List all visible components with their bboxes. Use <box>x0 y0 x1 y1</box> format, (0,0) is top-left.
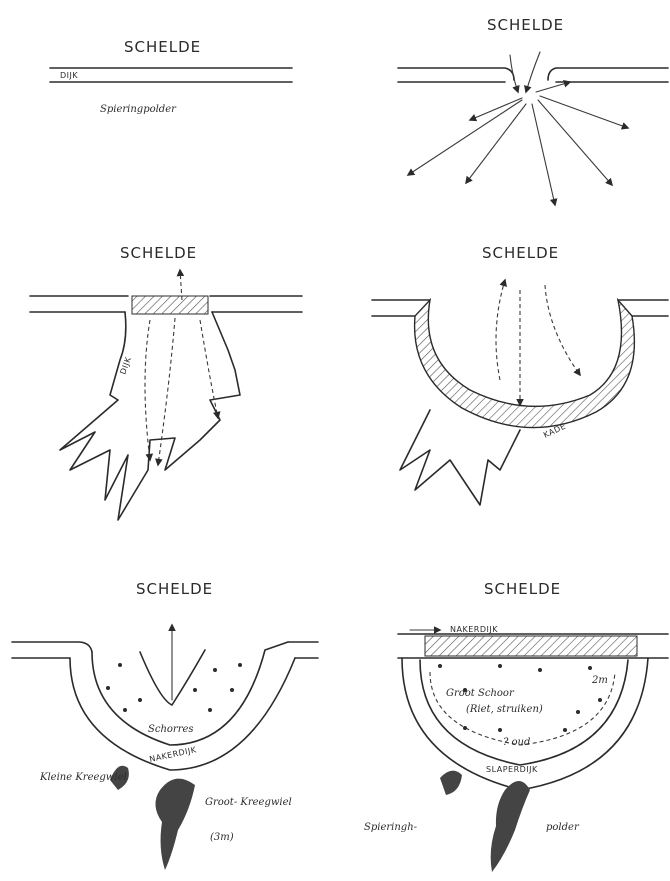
p2-dike-left <box>398 68 514 82</box>
panel-4-emergency-ring-dike: SCHELDE KADE <box>372 244 668 505</box>
p3-river-label: SCHELDE <box>120 244 197 262</box>
p5-dike-right <box>288 642 318 658</box>
panel-3-scouring-gullies: SCHELDE DIJK <box>30 244 302 520</box>
p6-closed-breach-section <box>425 636 637 656</box>
p6-polder-label-b: polder <box>546 822 580 833</box>
p4-ring-dike <box>415 300 635 428</box>
panel-2-initial-breach: SCHELDE <box>398 16 668 205</box>
p3-scour-outline <box>60 312 240 520</box>
p5-depth-label: (3m) <box>210 832 234 843</box>
p6-groot-schoor-label: Groot Schoor <box>446 688 515 699</box>
p2-river-label: SCHELDE <box>487 16 564 34</box>
p5-nakerdijk-label: NAKERDIJK <box>149 745 198 764</box>
p5-schorre-dots <box>106 663 242 712</box>
p6-river-label: SCHELDE <box>484 580 561 598</box>
p5-schorre-label: Schorres <box>148 724 194 735</box>
p2-flow-arrows <box>408 52 628 205</box>
p3-dike-left <box>30 296 128 312</box>
panel-6-slaperdijk-polder: SCHELDE NAKERDIJK Groot Schoor (Riet, st… <box>364 580 668 872</box>
p5-large-scour-pool <box>155 779 195 870</box>
p6-large-scour-pool <box>491 781 530 872</box>
p5-groot-kreek-label: Groot- Kreegwiel <box>205 797 292 808</box>
p6-fragment-label: ? oud <box>503 737 530 748</box>
p5-klein-kreek-label: Kleine Kreegwiel <box>39 772 127 783</box>
p1-dike-label: DIJK <box>60 71 78 80</box>
p6-slaperdijk-label: SLAPERDIJK <box>486 765 538 774</box>
p6-polder-label-a: Spieringh- <box>364 822 418 833</box>
p4-flow-dashes <box>496 280 580 405</box>
p6-riet-label: (Riet, struiken) <box>466 704 543 715</box>
panel-5-nakeerdijk: SCHELDE Schorres NAKERDIJK Kleine Kreegw… <box>12 580 318 870</box>
p1-polder-label: Spieringpolder <box>100 104 177 115</box>
p3-dike-right <box>210 296 302 312</box>
panel-1-intact-dike: SCHELDE DIJK Spieringpolder <box>50 38 292 115</box>
p4-river-label: SCHELDE <box>482 244 559 262</box>
p6-depth-label: 2m <box>591 675 608 686</box>
p5-river-label: SCHELDE <box>136 580 213 598</box>
p6-small-scour-pool <box>440 771 462 795</box>
p2-dike-right <box>548 68 668 82</box>
p3-breached-section <box>132 296 208 314</box>
p5-dike-left <box>12 642 92 658</box>
p6-nakerdijk-top-label: NAKERDIJK <box>450 625 498 634</box>
p1-river-label: SCHELDE <box>124 38 201 56</box>
